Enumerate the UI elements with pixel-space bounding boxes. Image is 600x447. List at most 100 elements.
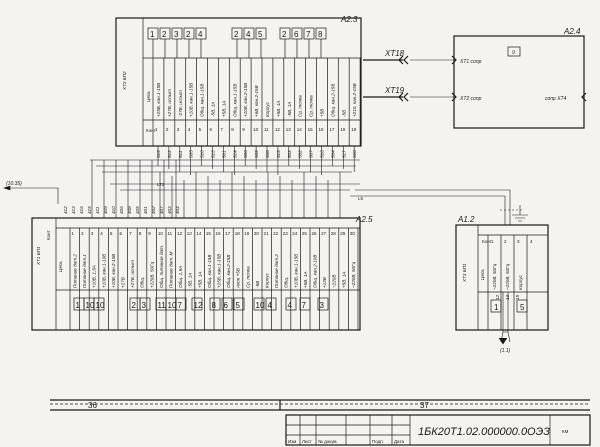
cable-label-l5: L5 <box>358 196 364 201</box>
a2-3-wire-number: 505 <box>189 150 194 158</box>
sign-doc: № докум. <box>318 439 338 444</box>
a2-5-bottom-group: 6 <box>224 301 229 310</box>
a2-5-wire-number: 415 <box>87 206 92 214</box>
a2-5-signal-label: +12В <box>322 277 327 288</box>
a2-5-signal-label: +10В, кан.1-15В <box>293 254 298 288</box>
a2-5-pin-number: 19 <box>244 231 250 236</box>
a1-2-pin-header: Конт <box>482 239 492 244</box>
a2-3-pin-number: 16 <box>319 127 325 132</box>
a2-5-wire-number: 407 <box>159 206 164 214</box>
a2-3-pin-number: 4 <box>188 127 191 132</box>
a2-5-signal-label: +25В, кан.1-15В <box>217 254 222 288</box>
a2-3-header-number: 2 <box>186 30 191 39</box>
a2-3-signal-label: Общ. кан.1-15В <box>200 84 205 117</box>
a2-5-pin-number: 22 <box>273 231 279 236</box>
block-a2-5-label: A2.5 <box>355 215 373 224</box>
a1-2-wire-number: 12 <box>495 294 500 300</box>
a2-5-pin-number: 29 <box>340 231 346 236</box>
block-a1-2-label: A1.2 <box>457 215 475 224</box>
a2-3-wire-number: 508 <box>265 150 270 158</box>
a2-3-header-number: 6 <box>294 30 299 39</box>
a2-3-pin-number: 9 <box>242 127 245 132</box>
a2-5-bottom-group: 4 <box>288 301 293 310</box>
a2-5-signal-label: +5В, 1А <box>341 272 346 288</box>
a2-4-left-bottom-label: XT2 сопр <box>459 96 482 102</box>
a2-3-pin-number: 18 <box>340 127 346 132</box>
a2-5-signal-label: Ср. точка <box>245 266 250 288</box>
a2-3-signal-label: Общ. кан.2-15В <box>330 84 335 117</box>
a2-5-bottom-group: 10 <box>86 301 95 310</box>
a2-3-pin-number: 6 <box>210 127 213 132</box>
a2-5-pin-number: 7 <box>129 231 132 236</box>
a2-3-wire-number: 502 <box>298 150 303 158</box>
a2-3-pin-number: 11 <box>264 127 269 132</box>
a2-5-bottom-group: 4 <box>268 301 273 310</box>
a2-3-wire-number: 513 <box>211 150 216 158</box>
a2-3-pin-number: 17 <box>329 127 335 132</box>
a2-5-side-label: Цепь <box>58 260 63 272</box>
a2-5-signal-label: Общ. кан.2-10В <box>313 255 318 288</box>
a2-5-bottom-group: 12 <box>194 301 203 310</box>
a2-3-wire-number: 503 <box>287 150 292 158</box>
a2-5-signal-label: -5В <box>255 281 260 288</box>
sheet-36: 36 <box>88 401 97 410</box>
a1-2-pin-number: 1 <box>491 239 494 244</box>
a2-3-signal-label: +27В, испыт <box>167 89 172 117</box>
a2-3-signal-label: Ср. точка <box>309 95 314 117</box>
a2-3-wire-number: 515 <box>276 150 281 158</box>
a2-5-pin-number: 30 <box>350 231 356 236</box>
a2-3-wire-number: 501 <box>221 150 226 158</box>
a2-5-pin-header: Конт <box>46 230 51 240</box>
a2-5-signal-label: Общ. <box>284 277 289 288</box>
a2-5-pin-number: 15 <box>206 231 212 236</box>
a2-3-signal-label: +210, кан.2-15В <box>352 83 357 117</box>
a2-3-pin-number: 3 <box>177 127 180 132</box>
a2-5-pin-number: 23 <box>283 231 289 236</box>
a2-5-wire-number: 406 <box>119 206 124 214</box>
a1-2-ref: (1.1) <box>500 348 511 354</box>
a2-3-pin-header: Конт <box>146 128 156 133</box>
a2-5-pin-number: 8 <box>139 231 142 236</box>
a1-2-wire-number: 15 <box>515 294 520 300</box>
a2-3-signal-label: Общ. кан.1-15В <box>232 84 237 117</box>
a2-5-signal-label: +10В, кан.1-10В <box>101 254 106 288</box>
a2-5-wire-number: 411 <box>95 206 100 214</box>
a2-5-pin-number: 27 <box>321 231 327 236</box>
a2-5-signal-label: +10В, 1,5А <box>92 265 97 288</box>
a2-5-wire-number: 410 <box>111 206 116 214</box>
a2-5-signal-label: ~220В, 50Гц <box>351 261 356 288</box>
sign-podp: Подп. <box>372 439 384 444</box>
a2-5-signal-label: +220В, 50Гц <box>149 261 154 288</box>
connector-xt19: XT19 <box>363 86 409 102</box>
a2-3-pin-number: 8 <box>231 127 234 132</box>
a2-3-wire-number: 511 <box>178 150 183 158</box>
a2-3-signal-label: Корпус <box>265 101 270 117</box>
a2-3-header-number: 2 <box>282 30 287 39</box>
a2-5-pin-number: 11 <box>168 231 173 236</box>
a2-3-wire-number: 510 <box>200 150 205 158</box>
a2-5-signal-label: +10В, кан.2-10В <box>111 254 116 288</box>
a2-3-signal-label: +5В, 1А <box>276 101 281 117</box>
wire-bundle-top <box>90 146 360 218</box>
document-designation: 1БК20Т1.02.000000.0ОЭЗ <box>418 426 550 438</box>
a2-5-bottom-group: 3 <box>142 301 147 310</box>
a1-2-bottom-5: 5 <box>520 303 525 312</box>
a2-5-signal-label: +5В, 1А <box>303 272 308 288</box>
a2-5-pin-number: 1 <box>72 231 75 236</box>
a1-2-wire-number: 13 <box>505 294 510 300</box>
a2-5-signal-label: Общ. кан.1-15В <box>207 255 212 288</box>
a2-3-wire-number: 512 <box>167 150 172 158</box>
a2-3-pin-number: 15 <box>308 127 314 132</box>
a2-3-pin-number: 10 <box>253 127 259 132</box>
a2-5-signal-label: Корпус <box>265 272 270 288</box>
a2-5-signal-label: Общ. питание дат. <box>159 245 164 288</box>
a2-5-signal-label: +27В <box>121 277 126 288</box>
sign-izm: Изм <box>288 439 296 444</box>
a2-3-wire-number: 514 <box>232 150 237 158</box>
